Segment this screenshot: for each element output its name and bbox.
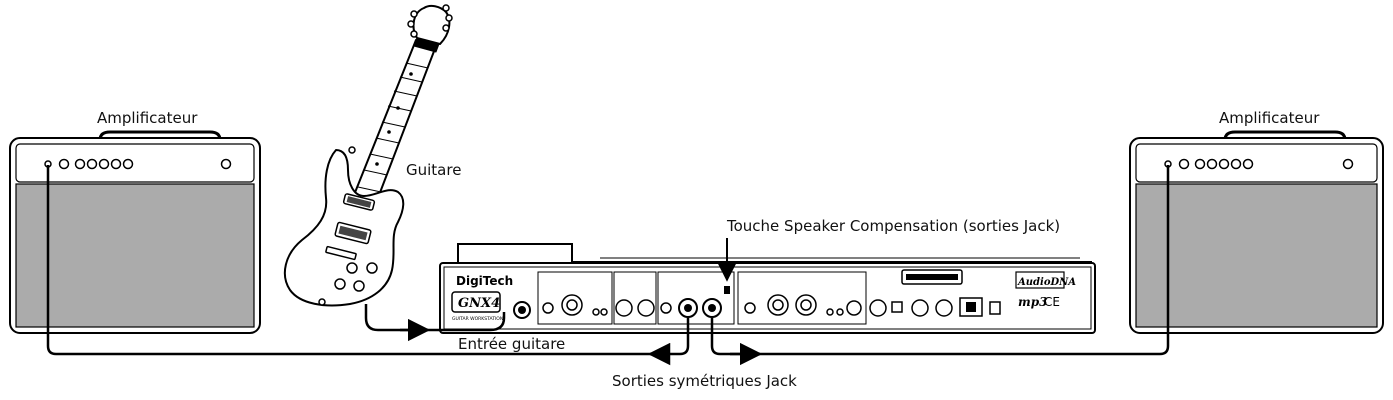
label-outputs: Sorties symétriques Jack	[612, 372, 797, 390]
amp-handle	[1223, 130, 1347, 141]
ce-mark: CE	[1044, 295, 1060, 309]
usb-port	[891, 301, 903, 313]
label-amp-right: Amplificateur	[1219, 109, 1320, 127]
label-amp-left: Amplificateur	[97, 109, 198, 127]
amp-control-panel	[15, 143, 255, 183]
amp-control-panel	[1135, 143, 1378, 183]
amplifier-left	[9, 130, 261, 334]
amp-knobs	[1164, 158, 1354, 170]
cable-output-right	[710, 165, 1170, 356]
guitar-strap-button	[348, 146, 356, 154]
power-input	[989, 301, 1001, 315]
gnx4-section-frames	[537, 271, 867, 325]
guitar-bridge	[325, 245, 357, 261]
mp3-logo: mp3	[1018, 295, 1047, 309]
gnx4-model: GNX4	[458, 296, 500, 311]
gnx4-pedal-housing	[457, 243, 573, 262]
audiodna-logo: AudioDNA	[1017, 277, 1076, 288]
guitar-tuners	[407, 4, 453, 38]
cable-guitar-input	[364, 304, 506, 332]
guitar	[283, 4, 453, 307]
gnx4-jacks	[542, 294, 953, 317]
label-speaker-compensation: Touche Speaker Compensation (sorties Jac…	[727, 217, 1061, 235]
amp-grille	[1135, 183, 1378, 328]
cable-output-left	[46, 165, 690, 356]
gnx4-subtitle: GUITAR WORKSTATION	[452, 316, 503, 322]
gnx4-device: DigiTech GNX4 GUITAR WORKSTATION	[439, 243, 1096, 334]
speaker-compensation-switch	[724, 286, 730, 294]
amp-handle	[98, 130, 222, 141]
guitar-inlays	[375, 72, 413, 166]
guitar-pickups	[334, 193, 376, 245]
label-guitar: Guitare	[406, 161, 462, 179]
amp-knobs	[44, 158, 232, 170]
label-guitar-input: Entrée guitare	[458, 335, 566, 353]
amplifier-right	[1129, 130, 1384, 334]
guitar-knobs	[334, 262, 378, 292]
gnx4-brand: DigiTech	[456, 274, 513, 288]
guitar-output-jack	[318, 298, 326, 306]
amp-grille	[15, 183, 255, 328]
